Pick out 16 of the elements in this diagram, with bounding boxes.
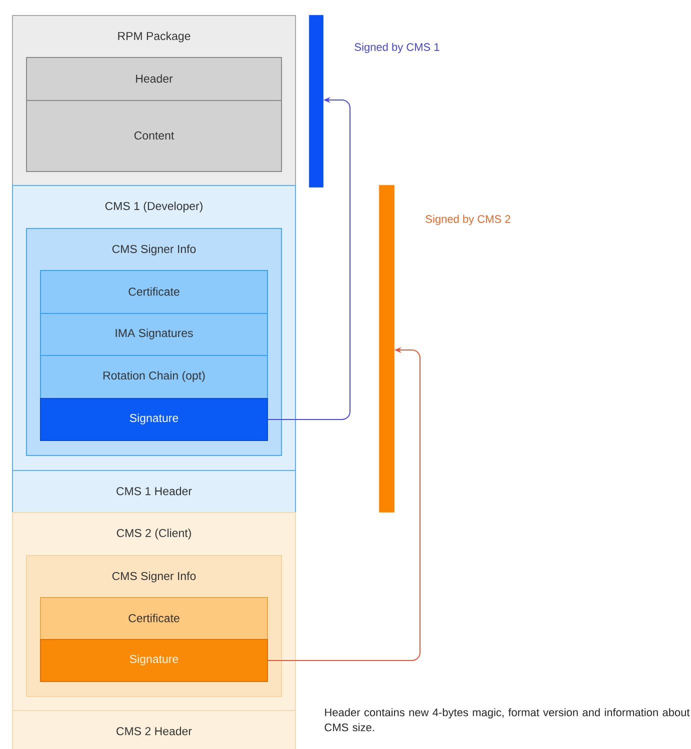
signed-range-bar — [379, 185, 394, 512]
field-box: Rotation Chain (opt) — [40, 355, 268, 399]
signed-range-bar — [309, 15, 324, 188]
field-box: Certificate — [40, 270, 268, 314]
note: Header contains new 4-bytes magic, format version and information about CMS size. — [324, 708, 690, 732]
range-caption: Signed by CMS 2 — [426, 214, 510, 226]
field-box: Certificate — [40, 597, 268, 640]
field-box: Content — [26, 100, 282, 172]
field-box: Signature — [40, 398, 268, 441]
range-caption: Signed by CMS 1 — [354, 42, 440, 54]
field-box: Signature — [40, 639, 268, 682]
field-box: IMA Signatures — [40, 313, 268, 356]
field-box: Header — [26, 57, 282, 101]
node-label: CMS 2 Header — [116, 726, 192, 736]
field-box: CMS 2 Header — [12, 710, 296, 749]
field-box: CMS 1 Header — [12, 470, 296, 513]
